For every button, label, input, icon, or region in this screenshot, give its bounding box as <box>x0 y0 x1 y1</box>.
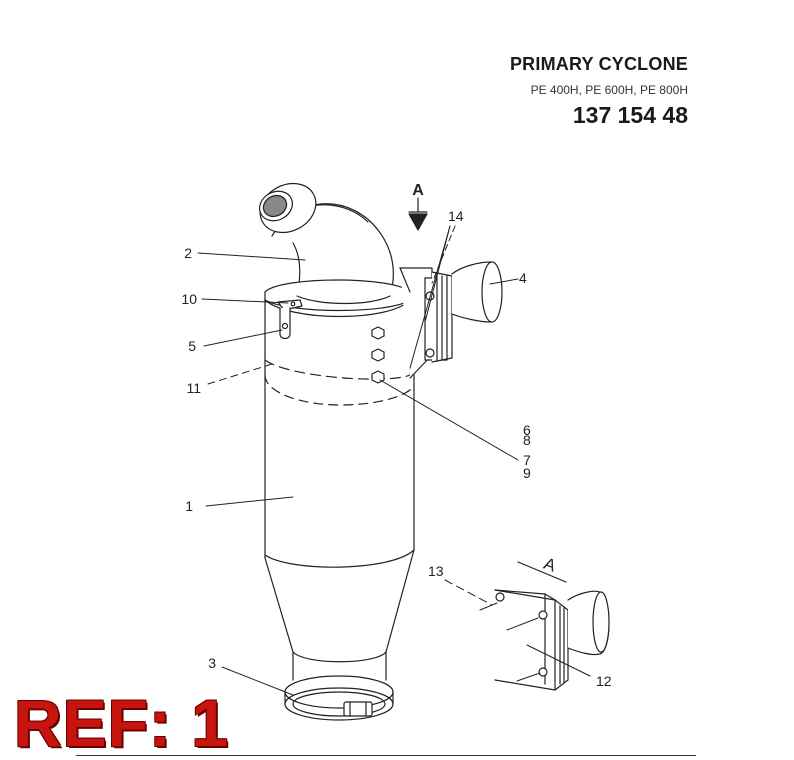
detail-view-a <box>494 589 610 691</box>
leader-lines <box>197 225 591 696</box>
callout-1: 1 <box>185 498 193 514</box>
part-number: 137 154 48 <box>572 102 688 128</box>
outlet-housing <box>399 267 453 379</box>
ref-stamp: REF: 1 <box>14 686 230 760</box>
view-label-a: A <box>412 182 424 199</box>
bottom-rule <box>76 755 696 756</box>
callout-14: 14 <box>448 208 464 224</box>
callout-12: 12 <box>596 673 612 689</box>
callout-13: 13 <box>428 563 444 579</box>
view-label-a-detail: A <box>541 554 559 576</box>
mounting-bracket <box>277 299 303 340</box>
cyclone-cylinder <box>264 359 415 568</box>
callout-2: 2 <box>184 245 192 261</box>
callout-5: 5 <box>188 338 196 354</box>
callout-4: 4 <box>519 270 527 286</box>
callout-9: 9 <box>523 465 531 481</box>
callout-7: 7 <box>523 452 531 468</box>
discharge-clamp <box>284 651 394 721</box>
outlet-pipe <box>451 261 503 323</box>
inlet-elbow <box>259 182 394 297</box>
drawing-title: PRIMARY CYCLONE <box>509 54 688 74</box>
model-list: PE 400H, PE 600H, PE 800H <box>530 83 688 97</box>
callout-10: 10 <box>181 291 197 307</box>
callout-11: 11 <box>186 380 201 396</box>
callout-labels: 1 2 3 4 5 6 7 8 9 10 11 12 13 14 <box>181 208 611 689</box>
callout-8: 8 <box>523 432 531 448</box>
view-arrow-a <box>408 197 428 231</box>
body-bolts <box>371 326 385 384</box>
view-arrow-a-detail <box>517 561 567 583</box>
cyclone-cone <box>264 549 415 663</box>
callout-6: 6 <box>523 422 531 438</box>
callout-3: 3 <box>208 655 216 671</box>
